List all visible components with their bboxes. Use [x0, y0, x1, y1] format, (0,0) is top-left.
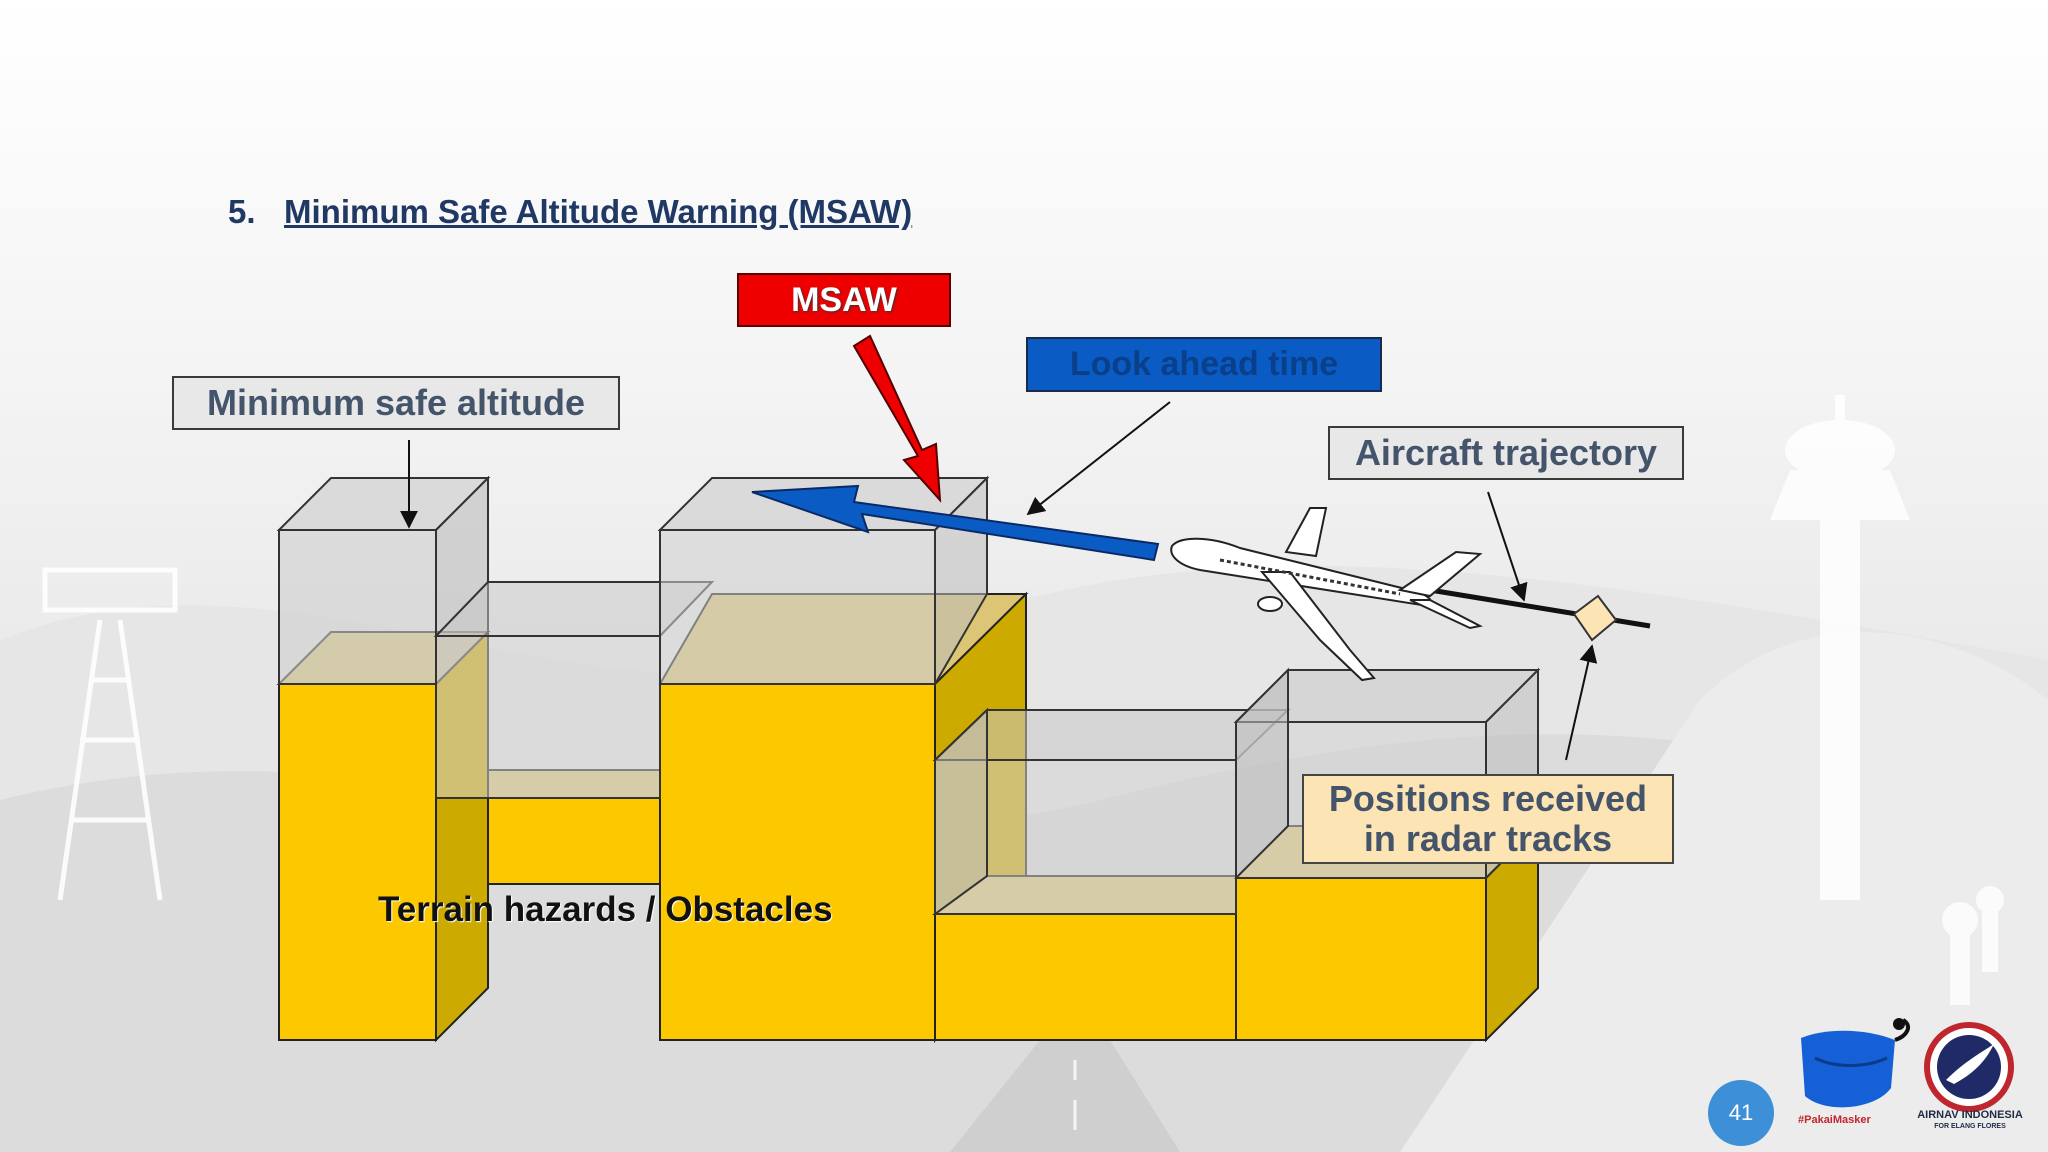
airnav-logo-label: AIRNAV INDONESIA FOR ELANG FLORES: [1905, 1110, 2035, 1132]
section-number: 5.: [228, 193, 256, 230]
terrain-label: Terrain hazards / Obstacles: [378, 890, 833, 929]
radar-positions-line1: Positions received: [1328, 778, 1648, 819]
page-number-badge: 41: [1708, 1080, 1774, 1146]
msaw-label: MSAW: [791, 280, 897, 319]
mask-logo-icon: [1801, 1018, 1911, 1108]
msaw-label-box: MSAW: [737, 273, 951, 327]
airnav-name: AIRNAV INDONESIA: [1917, 1109, 2023, 1121]
title-text: Minimum Safe Altitude Warning (MSAW): [284, 193, 913, 230]
look-ahead-box: Look ahead time: [1026, 337, 1382, 392]
min-safe-altitude-label: Minimum safe altitude: [206, 382, 586, 423]
radar-positions-line2: in radar tracks: [1363, 818, 1613, 859]
pointer-arrows: [400, 401, 1598, 761]
min-safe-altitude-box: Minimum safe altitude: [172, 376, 620, 430]
look-ahead-label: Look ahead time: [1069, 345, 1339, 383]
msaw-alert-arrow: [852, 334, 942, 503]
airnav-logo-icon: [1924, 1022, 2014, 1112]
radar-position-marker: [1572, 594, 1618, 642]
airnav-sub: FOR ELANG FLORES: [1934, 1123, 2006, 1130]
aircraft-trajectory-box: Aircraft trajectory: [1328, 426, 1684, 480]
look-ahead-arrow: [751, 484, 1160, 562]
radar-positions-box: Positions received in radar tracks: [1302, 774, 1674, 864]
mask-logo-tag: #PakaiMasker: [1798, 1114, 1871, 1126]
aircraft-icon: [1170, 507, 1483, 682]
slide-title: 5. Minimum Safe Altitude Warning (MSAW): [228, 193, 912, 231]
aircraft-trajectory-label: Aircraft trajectory: [1354, 432, 1658, 473]
